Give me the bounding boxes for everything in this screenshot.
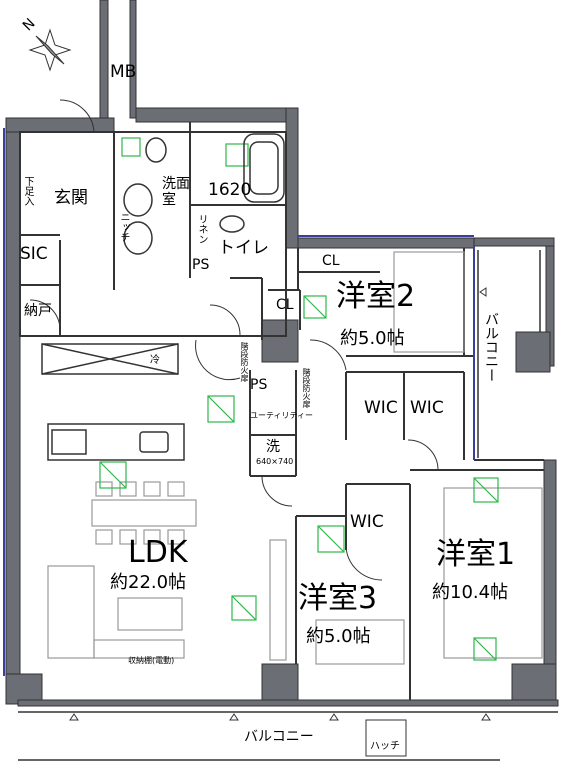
counter-label: ニッチ	[118, 212, 129, 242]
linen-label: リネン	[196, 214, 207, 244]
balcony-markers	[69, 287, 491, 757]
bath-size-label: 1620	[208, 180, 252, 200]
western3-name: 洋室3	[298, 581, 378, 616]
storage-label: 納戸	[24, 303, 52, 319]
western1-area: 約10.4帖	[432, 582, 509, 603]
western3-area: 約5.0帖	[306, 626, 371, 647]
shoe-box-label: 下足入	[22, 176, 33, 206]
cl1-label: CL	[322, 253, 340, 269]
western2-name: 洋室2	[336, 279, 416, 314]
balcony-lines	[18, 250, 558, 761]
western1-name: 洋室1	[436, 537, 516, 572]
door-swings	[29, 99, 439, 581]
washer-size-label: 640×740	[256, 457, 294, 466]
bath	[123, 133, 285, 255]
ps1-label: PS	[192, 257, 210, 273]
ps2-label: PS	[250, 377, 268, 393]
outer-walls	[5, 0, 559, 707]
fridge-label: 冷	[150, 355, 160, 366]
utility-label: ユーティリティー	[250, 411, 314, 420]
wic1-label: WIC	[364, 398, 398, 418]
washroom-label: 洗面室	[162, 176, 190, 208]
wic3-label: WIC	[350, 512, 384, 532]
washer-label: 洗	[266, 439, 280, 455]
dining-set	[47, 481, 287, 661]
mb-label: MB	[110, 62, 137, 82]
sic-label: SIC	[20, 244, 48, 264]
hatch-label: ハッチ	[370, 741, 400, 752]
shelf2-label: 階段防火扉	[302, 368, 311, 408]
beds	[315, 251, 543, 665]
ldk-name: LDK	[128, 535, 188, 570]
shelf1-label: 階段防火扉	[240, 342, 249, 382]
compass-icon	[28, 28, 72, 72]
ldk-area: 約22.0帖	[110, 572, 187, 593]
toilet-label: トイレ	[218, 238, 269, 258]
sofa-note-label: 収納棚(電動)	[128, 656, 175, 665]
kitchen	[41, 343, 185, 461]
balcony-bottom-label: バルコニー	[244, 729, 314, 745]
wic2-label: WIC	[410, 398, 444, 418]
outline	[3, 128, 475, 676]
entrance-label: 玄関	[54, 188, 88, 208]
balcony-side-label: バルコニー	[483, 312, 499, 382]
western2-area: 約5.0帖	[340, 328, 405, 349]
cl2-label: CL	[276, 297, 294, 313]
green-markers	[99, 137, 499, 661]
